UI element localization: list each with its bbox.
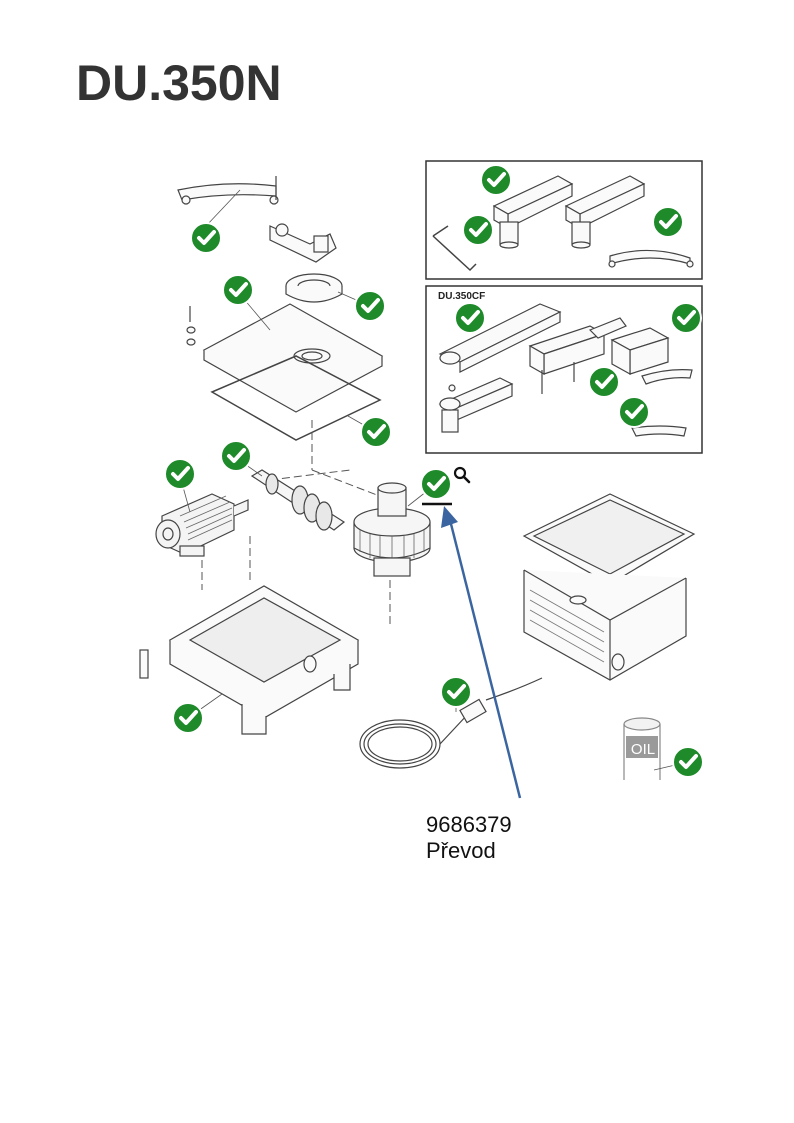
foundation-box: [168, 585, 360, 735]
inset-cf-release-unit: [528, 317, 627, 394]
check-icon-oil[interactable]: [671, 745, 705, 779]
electric-motor: [155, 493, 249, 557]
part-number: 9686379: [426, 812, 512, 837]
transmission-gear: [353, 482, 431, 577]
magnifier-icon[interactable]: [453, 466, 471, 484]
check-icon-cf-release[interactable]: [587, 365, 621, 399]
inset-connecting-rod: [608, 249, 694, 268]
gasket: [210, 355, 382, 441]
check-icon-gasket[interactable]: [359, 415, 393, 449]
oil-label: OIL: [631, 741, 655, 758]
bearing-ring: [285, 273, 343, 303]
check-icon-cf-lock[interactable]: [669, 301, 703, 335]
arm-bracket: [269, 223, 337, 263]
inset-cf-keys: [631, 369, 693, 437]
screw-set: [186, 306, 196, 346]
encoder-cable: [359, 677, 543, 769]
foundation-case: [522, 493, 696, 681]
check-icon-motor[interactable]: [163, 457, 197, 491]
callout-arrow: [441, 506, 522, 799]
check-icon-cf-keys[interactable]: [617, 395, 651, 429]
inset-key-tool: [432, 225, 477, 272]
inset-cf-lock-block: [610, 327, 670, 376]
check-icon-bearing-ring[interactable]: [353, 289, 387, 323]
check-icon-inset-rod[interactable]: [651, 205, 685, 239]
inset-lever-arm-a: [492, 175, 574, 249]
inset-cf-arm-upper: [438, 303, 562, 373]
page-title: DU.350N: [76, 55, 282, 111]
check-icon-cf-arm[interactable]: [453, 301, 487, 335]
inset-box-du350cf: [425, 285, 703, 454]
inset-cf-arm-lower: [438, 377, 514, 433]
check-icon-lever-arm[interactable]: [189, 221, 223, 255]
worm-shaft: [250, 469, 346, 531]
check-icon-gear[interactable]: [419, 467, 453, 501]
oil-can: [623, 717, 661, 780]
lever-arm: [177, 176, 279, 205]
check-icon-cable[interactable]: [439, 675, 473, 709]
anchor-pin: [139, 649, 149, 679]
inset-label: DU.350CF: [438, 291, 486, 302]
check-icon-cover[interactable]: [221, 273, 255, 307]
inset-lever-arm-b: [564, 175, 646, 249]
check-icon-inset-arm[interactable]: [479, 163, 513, 197]
check-icon-worm-shaft[interactable]: [219, 439, 253, 473]
assembly-lines: [201, 420, 391, 624]
check-icon-inset-key[interactable]: [461, 213, 495, 247]
part-name: Převod: [426, 838, 496, 863]
inset-box-top: [425, 160, 703, 280]
check-icon-base[interactable]: [171, 701, 205, 735]
